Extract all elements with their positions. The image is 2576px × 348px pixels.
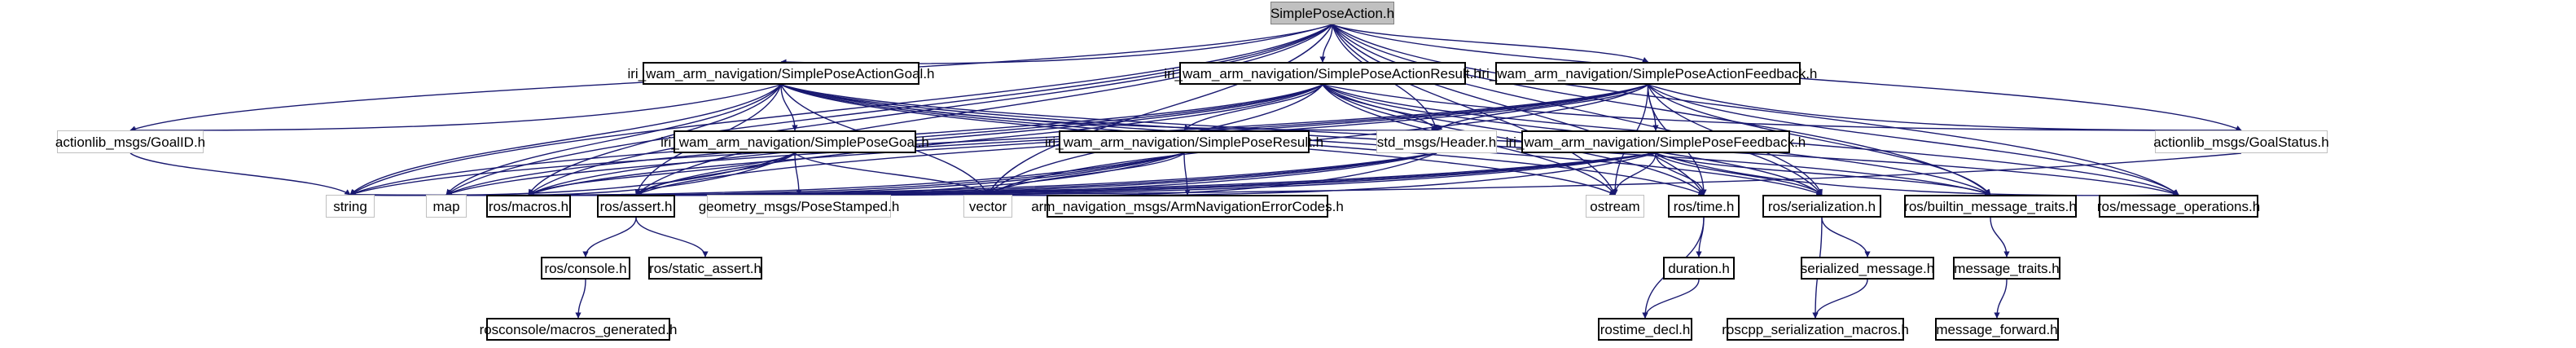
graph-node-label: actionlib_msgs/GoalStatus.h <box>2153 134 2329 150</box>
graph-edge <box>1647 84 1991 196</box>
graph-node-action_result[interactable]: iri_wam_arm_navigation/SimplePoseActionR… <box>1164 62 1481 85</box>
graph-edge <box>445 84 782 196</box>
graph-node-pose_goal[interactable]: iri_wam_arm_navigation/SimplePoseGoal.h <box>660 130 929 153</box>
graph-node-action_feedback[interactable]: iri_wam_arm_navigation/SimplePoseActionF… <box>1479 62 1817 85</box>
graph-node-ostream[interactable]: ostream <box>1586 195 1644 218</box>
graph-node-rosconsole_macros[interactable]: rosconsole/macros_generated.h <box>480 318 677 341</box>
graph-node-ros_time[interactable]: ros/time.h <box>1668 195 1740 218</box>
graph-edge <box>1648 84 2179 196</box>
graph-edge <box>780 84 798 131</box>
graph-edge <box>528 152 796 196</box>
graph-node-rostime_decl[interactable]: rostime_decl.h <box>1598 318 1692 341</box>
graph-node-label: ros/message_operations.h <box>2096 198 2261 214</box>
graph-node-pose_feedback[interactable]: iri_wam_arm_navigation/SimplePoseFeedbac… <box>1506 130 1806 153</box>
graph-node-action_goal[interactable]: iri_wam_arm_navigation/SimplePoseActionG… <box>627 62 935 85</box>
graph-edge <box>1319 24 1333 63</box>
graph-node-label: std_msgs/Header.h <box>1376 134 1497 150</box>
graph-node-message_forward[interactable]: message_forward.h <box>1935 318 2059 341</box>
graph-node-ros_serialization[interactable]: ros/serialization.h <box>1762 195 1881 218</box>
graph-node-map[interactable]: map <box>426 195 467 218</box>
graph-node-label: serialized_message.h <box>1800 260 1935 276</box>
graph-node-label: ostream <box>1590 198 1640 214</box>
graph-node-label: ros/serialization.h <box>1767 198 1876 214</box>
graph-node-label: rosconsole/macros_generated.h <box>479 321 678 337</box>
graph-node-string[interactable]: string <box>326 195 375 218</box>
graph-node-goal_status[interactable]: actionlib_msgs/GoalStatus.h <box>2153 130 2329 153</box>
graph-edge <box>528 84 782 196</box>
graph-edge <box>129 152 351 196</box>
graph-node-label: ros/macros.h <box>488 198 569 214</box>
graph-edge <box>1642 279 1700 319</box>
graph-node-arm_nav_error_codes[interactable]: arm_navigation_msgs/ArmNavigationErrorCo… <box>1031 195 1344 218</box>
graph-node-message_traits[interactable]: message_traits.h <box>1953 257 2060 280</box>
graph-edge <box>1655 152 1823 196</box>
graph-edge <box>445 84 1648 196</box>
graph-edge <box>1994 279 2008 319</box>
graph-edge <box>1648 84 2242 134</box>
graph-edge <box>349 24 1333 196</box>
graph-node-label: iri_wam_arm_navigation/SimplePoseResult.… <box>1044 134 1324 150</box>
graph-edge <box>528 84 1323 196</box>
graph-node-root[interactable]: SimplePoseAction.h <box>1270 2 1394 24</box>
graph-node-label: arm_navigation_msgs/ArmNavigationErrorCo… <box>1031 198 1344 214</box>
graph-node-label: vector <box>968 198 1007 214</box>
graph-node-label: map <box>432 198 460 214</box>
graph-node-label: ros/builtin_message_traits.h <box>1904 198 2077 214</box>
graph-node-pose_stamped[interactable]: geometry_msgs/PoseStamped.h <box>699 195 899 218</box>
graph-edge <box>129 84 782 134</box>
graph-node-duration[interactable]: duration.h <box>1663 257 1735 280</box>
graph-edge <box>1812 279 1868 319</box>
graph-node-ros_static_assert[interactable]: ros/static_assert.h <box>648 257 762 280</box>
graph-node-label: iri_wam_arm_navigation/SimplePoseActionG… <box>627 65 935 81</box>
graph-node-label: iri_wam_arm_navigation/SimplePoseGoal.h <box>660 134 929 150</box>
graph-edge <box>635 24 1333 196</box>
graph-node-pose_result[interactable]: iri_wam_arm_navigation/SimplePoseResult.… <box>1045 130 1323 153</box>
graph-node-roscpp_ser_macros[interactable]: roscpp_serialization_macros.h <box>1722 318 1909 341</box>
graph-edge <box>1183 84 1323 131</box>
graph-edge <box>1655 152 1707 196</box>
graph-edge <box>349 84 1648 196</box>
graph-node-label: iri_wam_arm_navigation/SimplePoseActionF… <box>1478 65 1818 81</box>
graph-edge <box>582 217 637 258</box>
graph-node-label: geometry_msgs/PoseStamped.h <box>698 198 900 214</box>
graph-edge <box>575 279 586 319</box>
graph-edge <box>635 152 796 196</box>
graph-node-label: iri_wam_arm_navigation/SimplePoseFeedbac… <box>1505 134 1806 150</box>
graph-node-label: ros/static_assert.h <box>649 260 761 276</box>
graph-node-goal_id[interactable]: actionlib_msgs/GoalID.h <box>55 130 206 153</box>
graph-node-label: SimplePoseAction.h <box>1270 5 1395 21</box>
graph-node-ros_builtin_traits[interactable]: ros/builtin_message_traits.h <box>1904 195 2077 218</box>
graph-node-label: message_forward.h <box>1936 321 2058 337</box>
graph-node-label: ros/console.h <box>544 260 627 276</box>
graph-node-label: rostime_decl.h <box>1600 321 1691 337</box>
graph-node-vector[interactable]: vector <box>963 195 1012 218</box>
graph-edge <box>1655 152 1991 196</box>
graph-node-label: roscpp_serialization_macros.h <box>1722 321 1909 337</box>
graph-edge <box>635 217 709 258</box>
graph-node-ros_macros[interactable]: ros/macros.h <box>486 195 571 218</box>
graph-edge <box>1332 24 1649 63</box>
graph-node-serialized_message[interactable]: serialized_message.h <box>1801 257 1934 280</box>
graph-node-label: actionlib_msgs/GoalID.h <box>55 134 206 150</box>
graph-edge <box>1990 217 2010 258</box>
graph-edge <box>1821 217 1871 258</box>
graph-node-label: message_traits.h <box>1954 260 2060 276</box>
graph-edge <box>349 84 782 196</box>
graph-node-ros_console[interactable]: ros/console.h <box>541 257 630 280</box>
graph-edge <box>1322 84 1705 196</box>
graph-edge <box>1612 152 1657 196</box>
graph-node-label: duration.h <box>1668 260 1730 276</box>
graph-node-ros_assert[interactable]: ros/assert.h <box>597 195 675 218</box>
graph-node-std_header[interactable]: std_msgs/Header.h <box>1376 130 1497 153</box>
graph-edge <box>635 84 1323 196</box>
graph-node-label: iri_wam_arm_navigation/SimplePoseActionR… <box>1164 65 1481 81</box>
graph-node-label: ros/time.h <box>1673 198 1735 214</box>
graph-node-label: string <box>333 198 367 214</box>
graph-node-ros_msg_ops[interactable]: ros/message_operations.h <box>2096 195 2261 218</box>
graph-edge <box>987 24 1333 196</box>
graph-node-label: ros/assert.h <box>599 198 673 214</box>
